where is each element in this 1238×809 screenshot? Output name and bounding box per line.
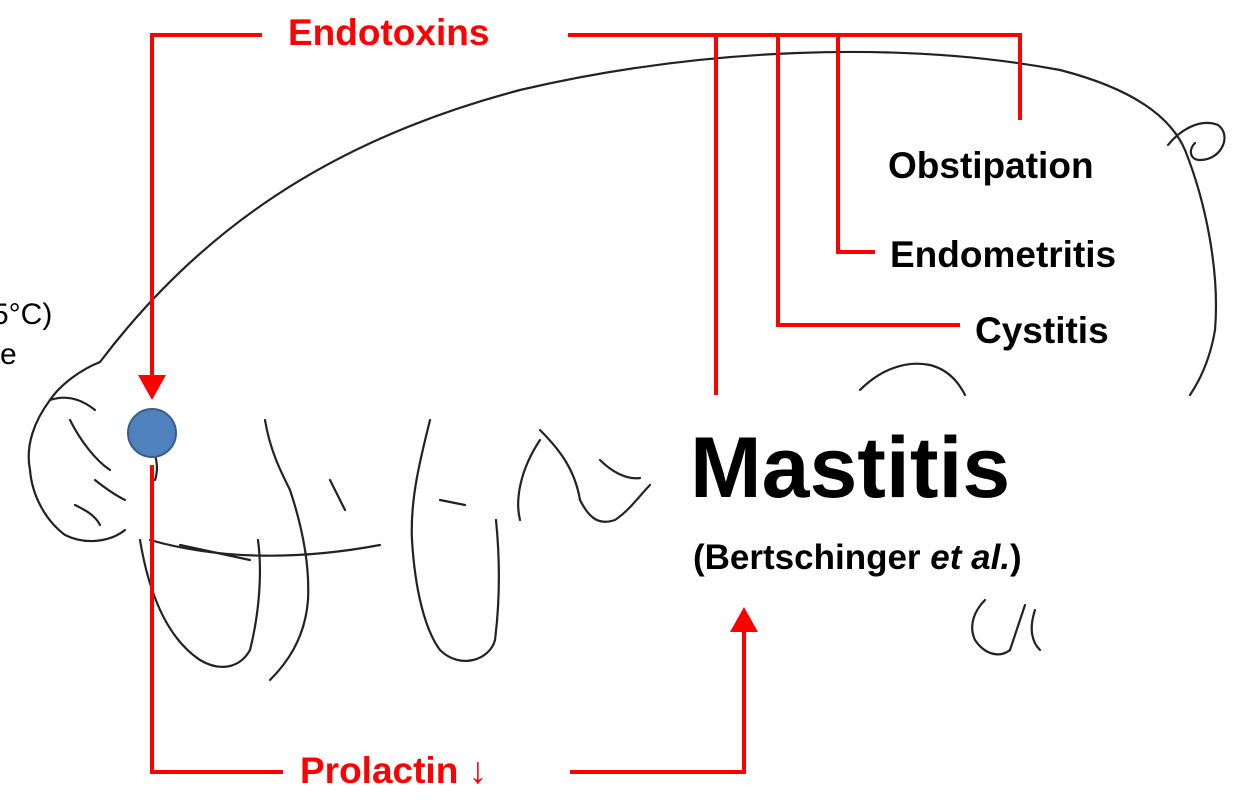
endotoxins-to-node-line — [152, 35, 262, 385]
citation-label: (Bertschinger et al.) — [693, 540, 1022, 575]
prolactin-label: Prolactin ↓ — [300, 752, 487, 789]
cut-off-text-1: 5°C) — [0, 300, 52, 330]
up-arrow-icon — [730, 607, 758, 632]
down-arrow-icon — [138, 375, 166, 400]
endotoxins-to-obstipation-line — [568, 35, 1020, 120]
cut-off-text-2: e — [0, 340, 17, 370]
endotoxins-to-endometritis-line — [838, 35, 875, 252]
obstipation-label: Obstipation — [888, 147, 1094, 184]
cystitis-label: Cystitis — [975, 312, 1109, 349]
node-to-prolactin-line — [152, 465, 283, 772]
mastitis-label: Mastitis — [690, 425, 1010, 511]
prolactin-to-mastitis-line — [570, 625, 744, 772]
citation-open: (Bertschinger — [693, 538, 930, 577]
node-circle — [128, 409, 176, 457]
citation-etal: et al. — [930, 538, 1010, 577]
endometritis-label: Endometritis — [890, 236, 1116, 273]
citation-close: ) — [1010, 538, 1022, 577]
endotoxins-label: Endotoxins — [288, 14, 489, 51]
